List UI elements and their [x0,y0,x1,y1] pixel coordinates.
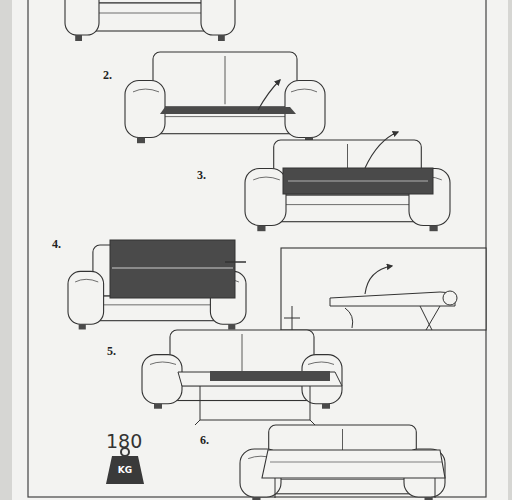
seat-edge [273,479,412,480]
paper-sheet [12,0,508,500]
mechanism-fold [112,268,233,269]
cushion-seam [225,56,226,104]
bed-legs [275,478,435,498]
weight-limit: 180 [106,432,142,451]
sofa-base [96,296,217,321]
cushion-seam [242,334,243,375]
seat-edge [92,13,208,14]
sofa-foot [228,324,235,329]
bed-legs [195,386,315,425]
left-arm [68,271,104,324]
step-number: 3. [197,169,206,181]
left-arm [65,0,99,35]
weight-unit: KG [118,466,132,475]
sofa-foot [257,226,265,232]
sofa-base [278,195,417,222]
sofa-foot [79,324,86,329]
sofa-foot [154,404,162,409]
arm-curve [150,362,176,364]
raised-mechanism [110,240,235,298]
arm-curve [75,279,98,282]
sofa-drawing [240,425,445,500]
sofa-base [92,3,208,31]
detail-inset [281,248,486,330]
sofa-back [153,52,297,107]
weight-icon [106,456,144,484]
frame-tube [330,292,455,306]
sofa-back [170,330,314,378]
pull-handle [225,261,246,263]
arm-curve [253,177,280,180]
step-number: 4. [52,238,61,250]
step-number: 2. [103,69,112,81]
right-arm [201,0,235,35]
sofa-foot [425,497,433,500]
sofa-drawing [245,132,450,231]
page-frame [28,0,486,497]
step-number: 5. [107,345,116,357]
sofa-drawing [65,0,235,41]
seat-edge [278,204,417,205]
open-bed [262,450,445,478]
sofa-foot [218,35,225,41]
folded-mattress [283,168,433,194]
sofa-foot [252,497,260,500]
sofa-foot [137,138,145,144]
arm-curve [308,362,334,364]
cushion-seam [150,0,151,1]
hinge [443,291,457,305]
arm-curve [291,89,317,92]
seat-edge [96,304,217,305]
inset-frame [281,248,486,330]
motion-arrow [258,80,280,110]
sofa-drawing [142,330,342,425]
left-arm [142,355,182,404]
left-arm [245,169,286,226]
left-arm [125,81,165,138]
bed-frame [178,372,342,386]
sofa-foot [430,226,438,232]
seat-frame [160,107,296,114]
motion-arrow [365,266,392,294]
arm-curve [133,89,159,92]
sofa-foot [75,35,82,41]
seat-edge [157,116,293,117]
step-number: 6. [200,434,209,446]
motion-arrow [365,132,398,168]
sofa-foot [322,404,330,409]
bracket [284,306,300,330]
folded-mattress [210,371,330,381]
leg-linkage [345,306,440,330]
sofa-drawing [125,52,325,143]
mattress-fold [288,181,428,182]
sofa-drawing [68,240,246,329]
mattress-seam [270,462,442,463]
